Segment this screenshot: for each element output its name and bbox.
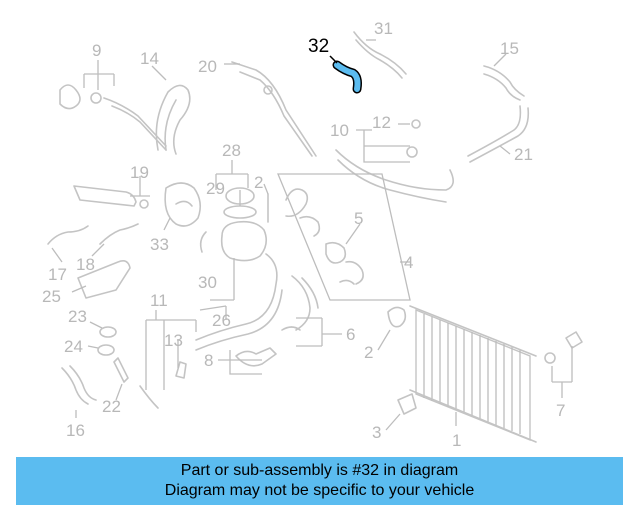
callout-31: 31 bbox=[374, 19, 393, 38]
callout-26: 26 bbox=[212, 311, 231, 330]
callout-21: 21 bbox=[514, 145, 533, 164]
callout-11: 11 bbox=[150, 291, 168, 310]
banner-line-1: Part or sub-assembly is #32 in diagram bbox=[180, 462, 459, 479]
callout-labels: 1 2 2 3 4 5 6 7 8 9 10 11 12 13 14 15 16… bbox=[42, 19, 565, 450]
callout-29: 29 bbox=[206, 179, 225, 198]
highlighted-part-32[interactable]: 32 bbox=[308, 36, 362, 94]
callout-10: 10 bbox=[330, 121, 349, 140]
callout-17: 17 bbox=[48, 265, 67, 284]
callout-16: 16 bbox=[66, 421, 85, 440]
callout-1: 1 bbox=[452, 431, 461, 450]
callout-5: 5 bbox=[354, 209, 363, 228]
callout-20: 20 bbox=[198, 57, 217, 76]
callout-12: 12 bbox=[372, 113, 391, 132]
callout-30: 30 bbox=[198, 273, 217, 292]
callout-7: 7 bbox=[556, 401, 565, 420]
callout-4: 4 bbox=[404, 253, 413, 272]
callout-3: 3 bbox=[372, 423, 381, 442]
info-banner: Part or sub-assembly is #32 in diagram D… bbox=[16, 457, 623, 505]
callout-28: 28 bbox=[222, 141, 241, 160]
leader-lines bbox=[51, 39, 573, 431]
callout-2b: 2 bbox=[254, 173, 263, 192]
part-sketches bbox=[47, 31, 583, 443]
callout-15: 15 bbox=[500, 39, 519, 58]
callout-25: 25 bbox=[42, 287, 61, 306]
callout-22: 22 bbox=[102, 397, 121, 416]
callout-32[interactable]: 32 bbox=[308, 36, 329, 57]
callout-9: 9 bbox=[92, 41, 101, 60]
callout-33: 33 bbox=[150, 235, 169, 254]
callout-8: 8 bbox=[204, 351, 213, 370]
banner-line-2: Diagram may not be specific to your vehi… bbox=[164, 482, 475, 499]
callout-2a: 2 bbox=[364, 343, 373, 362]
callout-19: 19 bbox=[130, 163, 149, 182]
radiator-fins bbox=[423, 314, 521, 434]
callout-18: 18 bbox=[76, 255, 95, 274]
callout-14: 14 bbox=[140, 49, 159, 68]
callout-6: 6 bbox=[346, 325, 355, 344]
callout-23: 23 bbox=[68, 307, 87, 326]
callout-24: 24 bbox=[64, 337, 83, 356]
callout-13: 13 bbox=[164, 331, 183, 350]
